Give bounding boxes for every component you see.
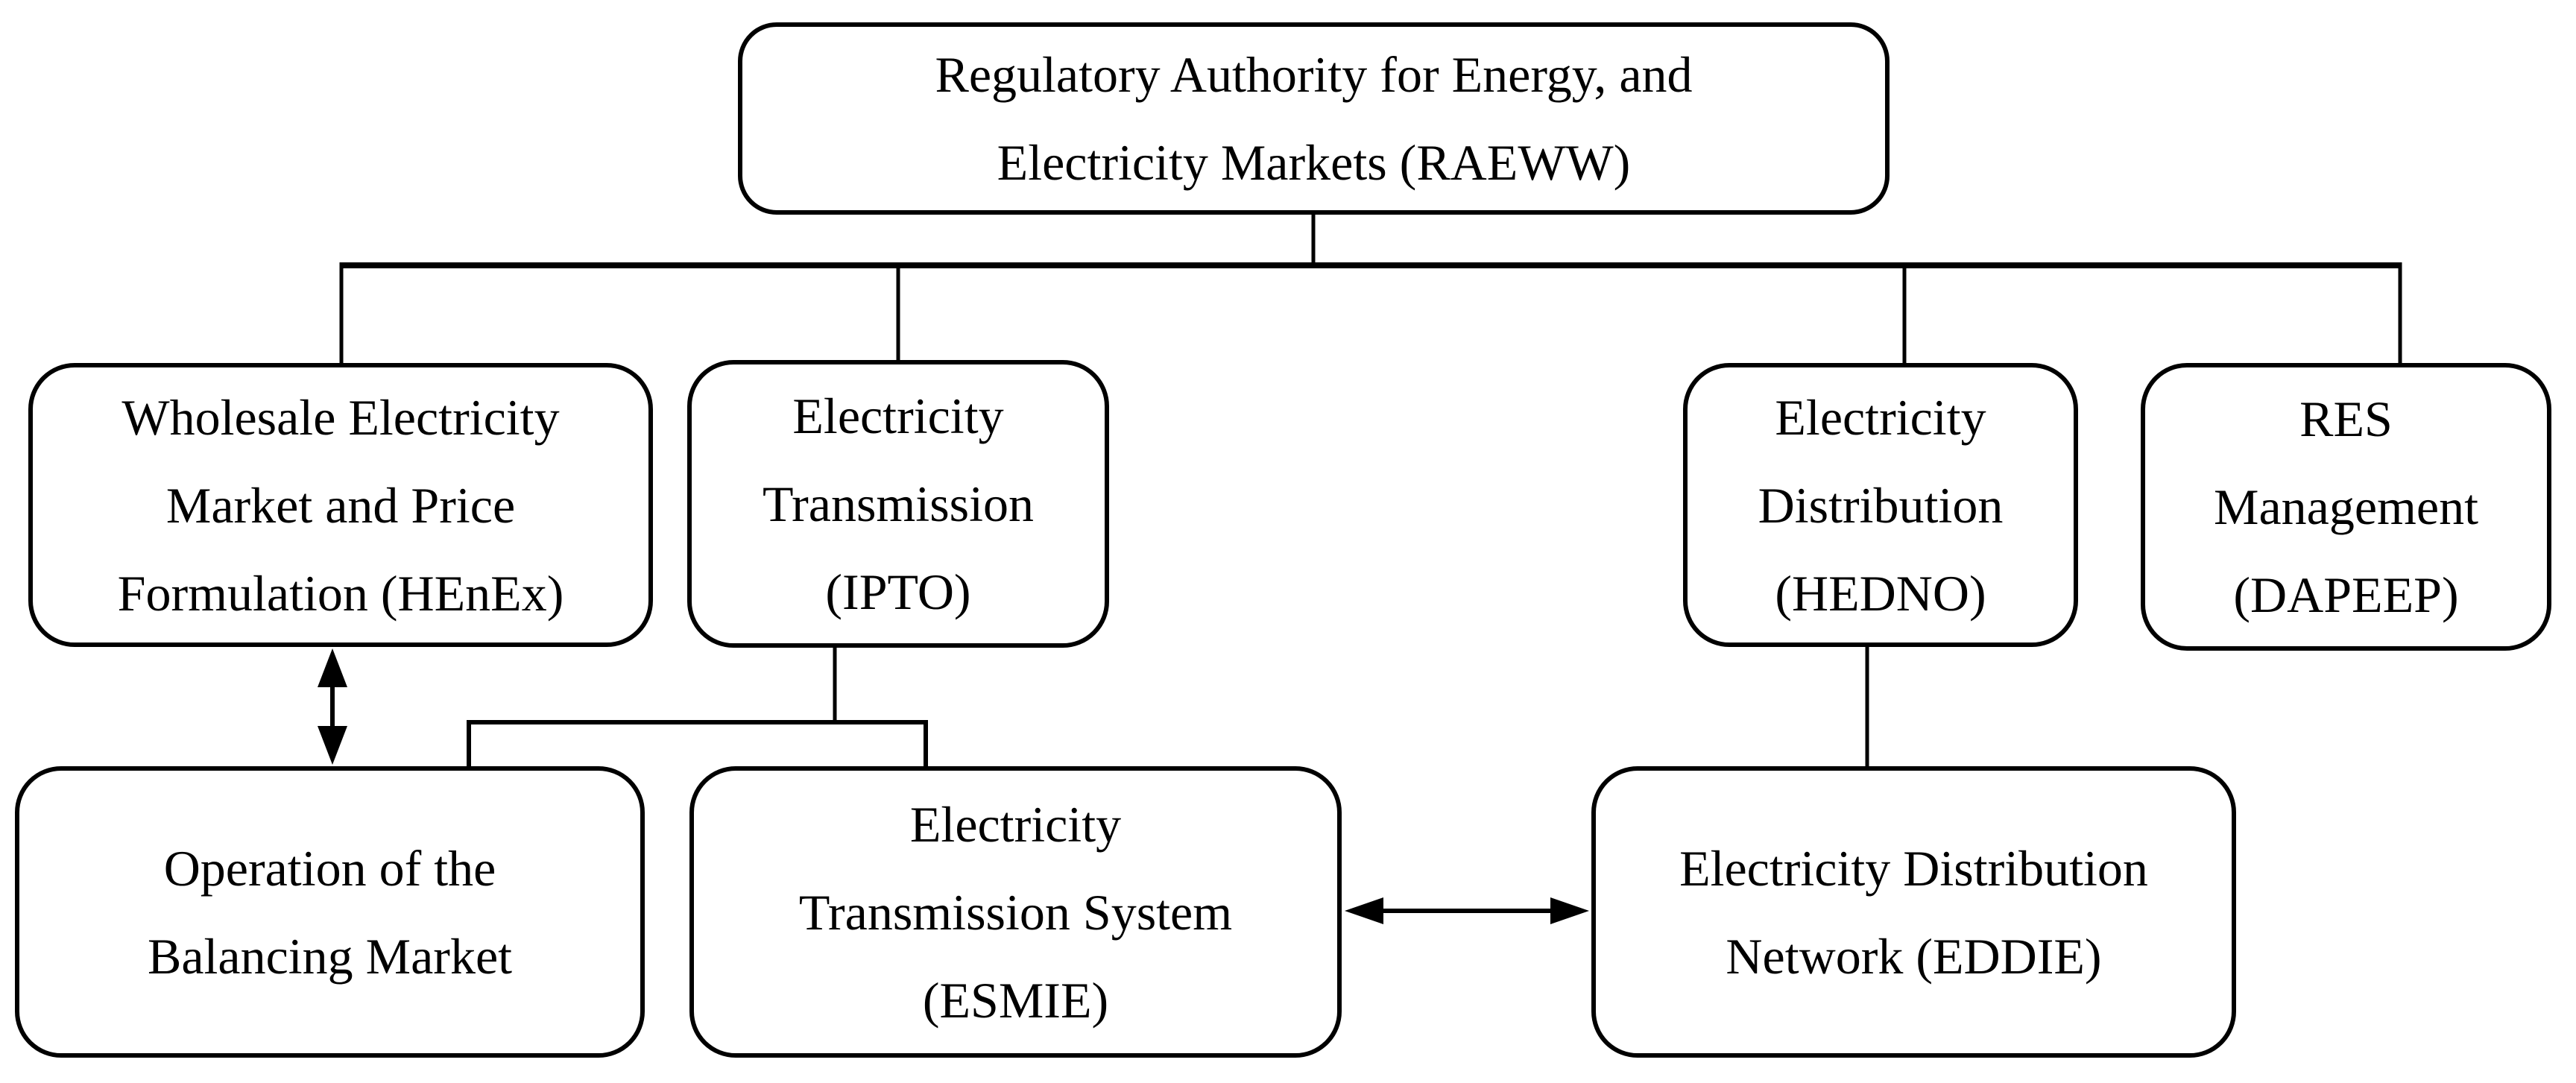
node-hedno-label: Electricity Distribution (HEDNO): [1758, 388, 2004, 622]
node-eddie-label: Electricity Distribution Network (EDDIE): [1679, 839, 2148, 985]
node-esmie-label: Electricity Transmission System (ESMIE): [798, 795, 1233, 1029]
node-dapeep: RES Management (DAPEEP): [2141, 363, 2551, 651]
arrowhead-left-icon: [1345, 897, 1383, 924]
arrowhead-down-icon: [318, 726, 347, 765]
node-hedno: Electricity Distribution (HEDNO): [1683, 363, 2078, 647]
node-operation: Operation of the Balancing Market: [15, 766, 645, 1058]
node-raeww: Regulatory Authority for Energy, and Ele…: [738, 22, 1890, 215]
node-dapeep-label: RES Management (DAPEEP): [2214, 391, 2478, 623]
node-eddie: Electricity Distribution Network (EDDIE): [1591, 766, 2236, 1058]
node-henex: Wholesale Electricity Market and Price F…: [28, 363, 653, 647]
node-raeww-label: Regulatory Authority for Energy, and Ele…: [935, 46, 1693, 191]
node-operation-label: Operation of the Balancing Market: [147, 839, 513, 985]
arrowhead-up-icon: [318, 648, 347, 687]
arrowhead-right-icon: [1550, 897, 1589, 924]
node-ipto-label: Electricity Transmission (IPTO): [762, 388, 1035, 620]
node-henex-label: Wholesale Electricity Market and Price F…: [117, 388, 564, 622]
node-esmie: Electricity Transmission System (ESMIE): [689, 766, 1342, 1058]
node-ipto: Electricity Transmission (IPTO): [687, 360, 1109, 648]
